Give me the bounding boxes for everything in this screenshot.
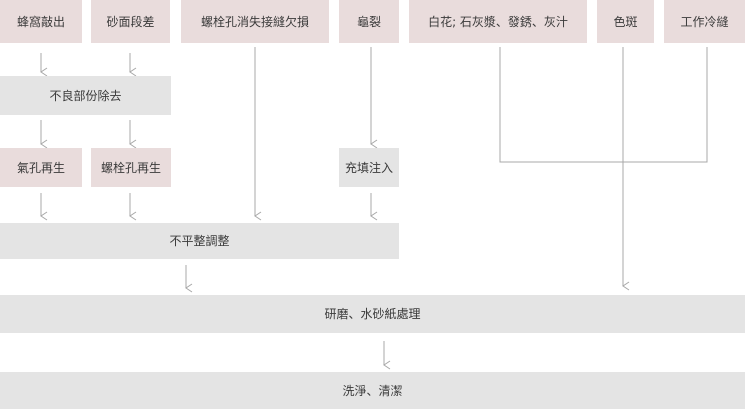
node-color-spot: 色斑 <box>597 0 654 43</box>
node-bolt-regen: 螺栓孔再生 <box>91 148 171 187</box>
node-bolt-hole: 螺栓孔消失接縫欠損 <box>181 0 329 43</box>
node-crack: 龜裂 <box>339 0 399 43</box>
node-unevenness: 不平整調整 <box>0 223 399 259</box>
node-cleaning: 洗淨、清潔 <box>0 372 745 409</box>
node-grinding: 研磨、水砂紙處理 <box>0 295 745 333</box>
node-fill-inject: 充填注入 <box>339 148 399 187</box>
node-efflorescence: 白花; 石灰漿、發銹、灰汁 <box>409 0 587 43</box>
node-sand-surface: 砂面段差 <box>91 0 170 43</box>
node-defect-removal: 不良部份除去 <box>0 76 171 115</box>
node-cold-joint: 工作冷縫 <box>664 0 745 43</box>
node-air-hole: 氣孔再生 <box>0 148 82 187</box>
bracket-efflorescence-colorspot-coldjoint <box>499 47 708 163</box>
node-honeycomb: 蜂窩敲出 <box>0 0 82 43</box>
